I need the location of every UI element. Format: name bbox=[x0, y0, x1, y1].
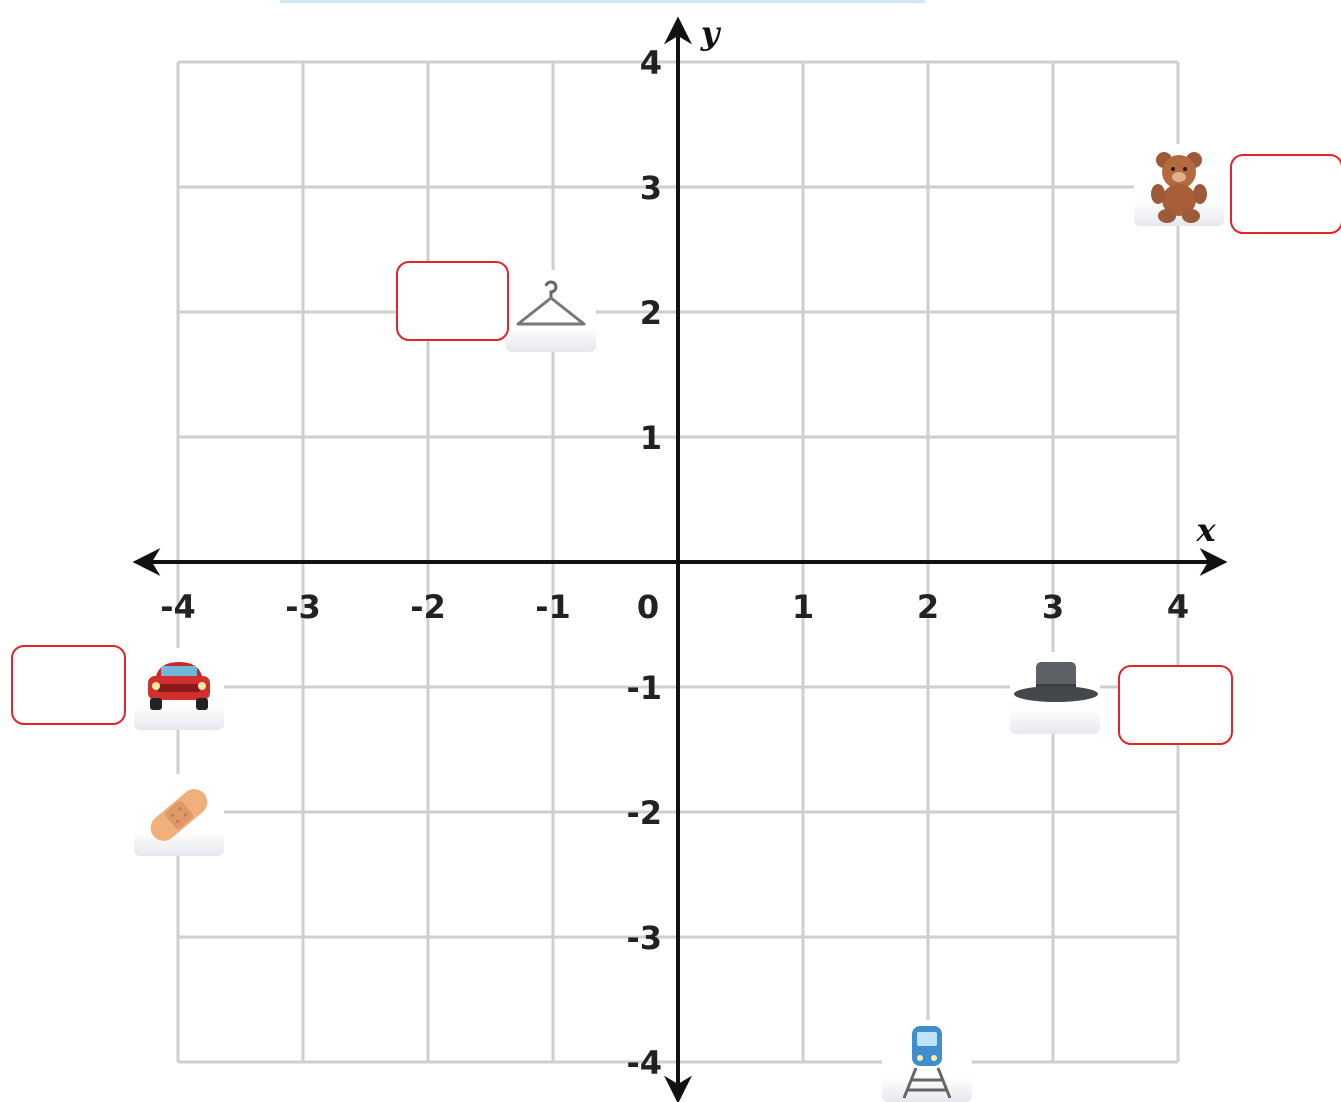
top-hat-icon bbox=[1010, 652, 1100, 734]
car-answer-box[interactable] bbox=[11, 645, 126, 725]
top-hat-tile bbox=[1010, 652, 1100, 734]
train-icon bbox=[882, 1020, 972, 1102]
x-tick-label: -4 bbox=[160, 588, 196, 626]
coat-hanger-icon bbox=[506, 270, 596, 352]
coat-hanger-answer-box[interactable] bbox=[396, 261, 509, 341]
origin-label: 0 bbox=[637, 588, 659, 626]
bandage-icon bbox=[134, 774, 224, 856]
x-tick-label: 1 bbox=[792, 588, 814, 626]
x-tick-labels: -4 -3 -2 -1 1 2 3 4 bbox=[160, 588, 1189, 626]
y-tick-label: 2 bbox=[640, 294, 662, 332]
y-tick-label: 4 bbox=[640, 44, 662, 82]
top-hat-answer-box[interactable] bbox=[1118, 665, 1233, 745]
teddy-bear-icon bbox=[1134, 144, 1224, 226]
x-tick-label: 3 bbox=[1042, 588, 1064, 626]
car-icon bbox=[134, 648, 224, 730]
y-tick-label: -1 bbox=[626, 669, 662, 707]
bandage-tile bbox=[134, 774, 224, 856]
y-tick-label: 3 bbox=[640, 169, 662, 207]
y-tick-label: -2 bbox=[626, 794, 662, 832]
teddy-bear-answer-box[interactable] bbox=[1230, 154, 1341, 234]
x-tick-label: -2 bbox=[410, 588, 446, 626]
train-tile bbox=[882, 1020, 972, 1102]
car-tile bbox=[134, 648, 224, 730]
y-tick-label: -3 bbox=[626, 919, 662, 957]
y-axis-label: y bbox=[700, 14, 722, 52]
x-tick-label: 2 bbox=[917, 588, 939, 626]
y-tick-label: 1 bbox=[640, 419, 662, 457]
x-tick-label: 4 bbox=[1167, 588, 1189, 626]
x-tick-label: -1 bbox=[535, 588, 571, 626]
x-axis-label: x bbox=[1195, 511, 1216, 549]
y-tick-label: -4 bbox=[626, 1044, 662, 1082]
teddy-bear-tile bbox=[1134, 144, 1224, 226]
x-tick-label: -3 bbox=[285, 588, 321, 626]
coat-hanger-tile bbox=[506, 270, 596, 352]
